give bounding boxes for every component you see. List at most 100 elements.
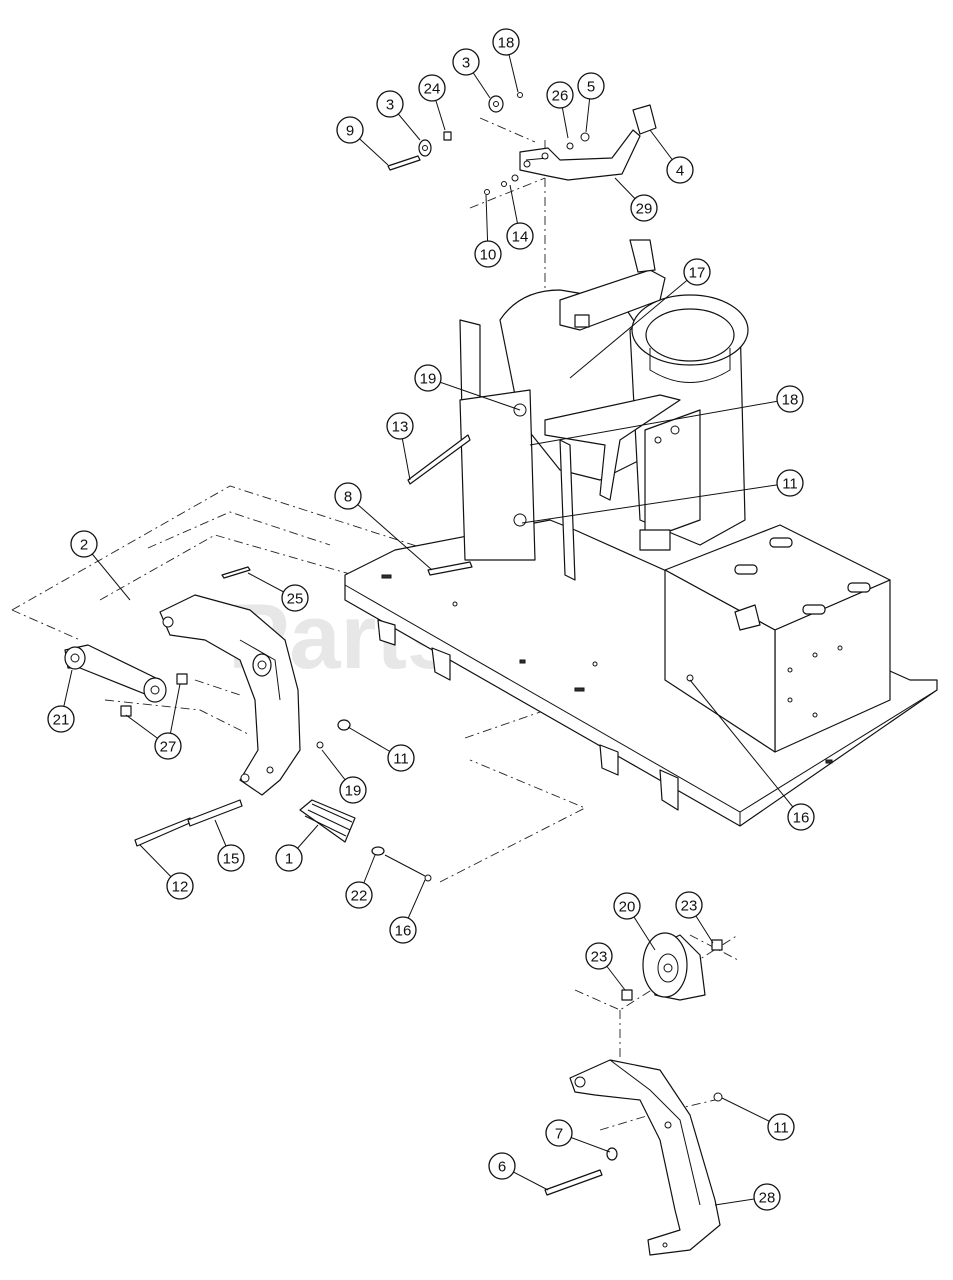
callout-26: 26	[546, 81, 574, 109]
callout-number: 3	[386, 97, 394, 114]
callout-circle	[613, 892, 641, 920]
callout-number: 23	[681, 898, 698, 915]
callout-4: 4	[666, 156, 694, 184]
callout-circle	[683, 258, 711, 286]
callout-7: 7	[545, 1119, 573, 1147]
callout-28: 28	[753, 1183, 781, 1211]
callout-number: 16	[793, 810, 810, 827]
callout-18: 18	[492, 28, 520, 56]
callout-number: 10	[480, 247, 497, 264]
callout-19: 19	[339, 776, 367, 804]
callout-circle	[506, 222, 534, 250]
idler-arm	[159, 566, 301, 796]
callout-circle	[47, 705, 75, 733]
callout-3: 3	[452, 48, 480, 76]
callout-circle	[452, 48, 480, 76]
callout-circle	[418, 74, 446, 102]
callout-24: 24	[418, 74, 446, 102]
callout-circle	[753, 1183, 781, 1211]
callout-number: 16	[395, 923, 412, 940]
callout-number: 2	[80, 537, 88, 554]
callout-number: 7	[555, 1126, 563, 1143]
callout-number: 27	[160, 739, 177, 756]
callout-number: 11	[393, 751, 409, 768]
bracket	[544, 1059, 723, 1256]
callout-23: 23	[585, 942, 613, 970]
callout-number: 22	[351, 888, 368, 905]
callout-circle	[389, 916, 417, 944]
callout-19: 19	[414, 364, 442, 392]
callout-labels: 1832432659429141017191813118225212711191…	[47, 28, 815, 1211]
callout-5: 5	[577, 72, 605, 100]
callout-6: 6	[488, 1152, 516, 1180]
callout-circle	[585, 942, 613, 970]
callout-circle	[767, 1113, 795, 1141]
callout-circle	[414, 364, 442, 392]
callout-12: 12	[166, 872, 194, 900]
callout-circle	[275, 844, 303, 872]
callout-10: 10	[474, 240, 502, 268]
callout-circle	[387, 744, 415, 772]
callout-29: 29	[630, 194, 658, 222]
callout-11: 11	[387, 744, 415, 772]
callout-number: 14	[512, 229, 529, 246]
callout-22: 22	[345, 881, 373, 909]
blower-housing	[459, 239, 749, 581]
callout-number: 26	[552, 88, 569, 105]
spring-and-bolts	[134, 434, 694, 882]
callout-27: 27	[154, 732, 182, 760]
callout-number: 20	[619, 899, 636, 916]
callout-circle	[630, 194, 658, 222]
callout-circle	[546, 81, 574, 109]
callout-3: 3	[376, 90, 404, 118]
callout-circle	[281, 584, 309, 612]
callout-number: 11	[782, 476, 798, 493]
callout-circle	[154, 732, 182, 760]
cylinder	[64, 644, 188, 717]
callout-number: 29	[636, 201, 653, 218]
callout-circle	[545, 1119, 573, 1147]
callout-number: 19	[420, 371, 437, 388]
callout-number: 4	[676, 163, 684, 180]
callout-20: 20	[613, 892, 641, 920]
callout-1: 1	[275, 844, 303, 872]
callout-8: 8	[334, 482, 362, 510]
callout-16: 16	[787, 803, 815, 831]
callout-number: 19	[345, 783, 362, 800]
callout-circle	[334, 482, 362, 510]
callout-circle	[339, 776, 367, 804]
callout-circle	[336, 116, 364, 144]
callout-21: 21	[47, 705, 75, 733]
callout-number: 15	[223, 851, 240, 868]
callout-16: 16	[389, 916, 417, 944]
callout-circle	[776, 469, 804, 497]
callout-circle	[675, 891, 703, 919]
callout-circle	[166, 872, 194, 900]
callout-number: 13	[392, 419, 409, 436]
callout-17: 17	[683, 258, 711, 286]
callout-circle	[376, 90, 404, 118]
callout-number: 18	[498, 35, 515, 52]
callout-circle	[345, 881, 373, 909]
callout-11: 11	[776, 469, 804, 497]
callout-circle	[776, 385, 804, 413]
pulley	[621, 932, 723, 1001]
callout-circle	[217, 844, 245, 872]
callout-number: 21	[53, 712, 70, 729]
callout-number: 8	[344, 489, 352, 506]
callout-circle	[577, 72, 605, 100]
callout-circle	[70, 530, 98, 558]
control-handle-assembly	[387, 92, 657, 195]
callout-circle	[492, 28, 520, 56]
callout-number: 12	[172, 879, 189, 896]
callout-number: 25	[287, 591, 304, 608]
callout-number: 23	[591, 949, 608, 966]
callout-number: 6	[498, 1159, 506, 1176]
callout-9: 9	[336, 116, 364, 144]
callout-number: 11	[773, 1120, 789, 1137]
callout-circle	[474, 240, 502, 268]
callout-circle	[488, 1152, 516, 1180]
callout-2: 2	[70, 530, 98, 558]
callout-11: 11	[767, 1113, 795, 1141]
